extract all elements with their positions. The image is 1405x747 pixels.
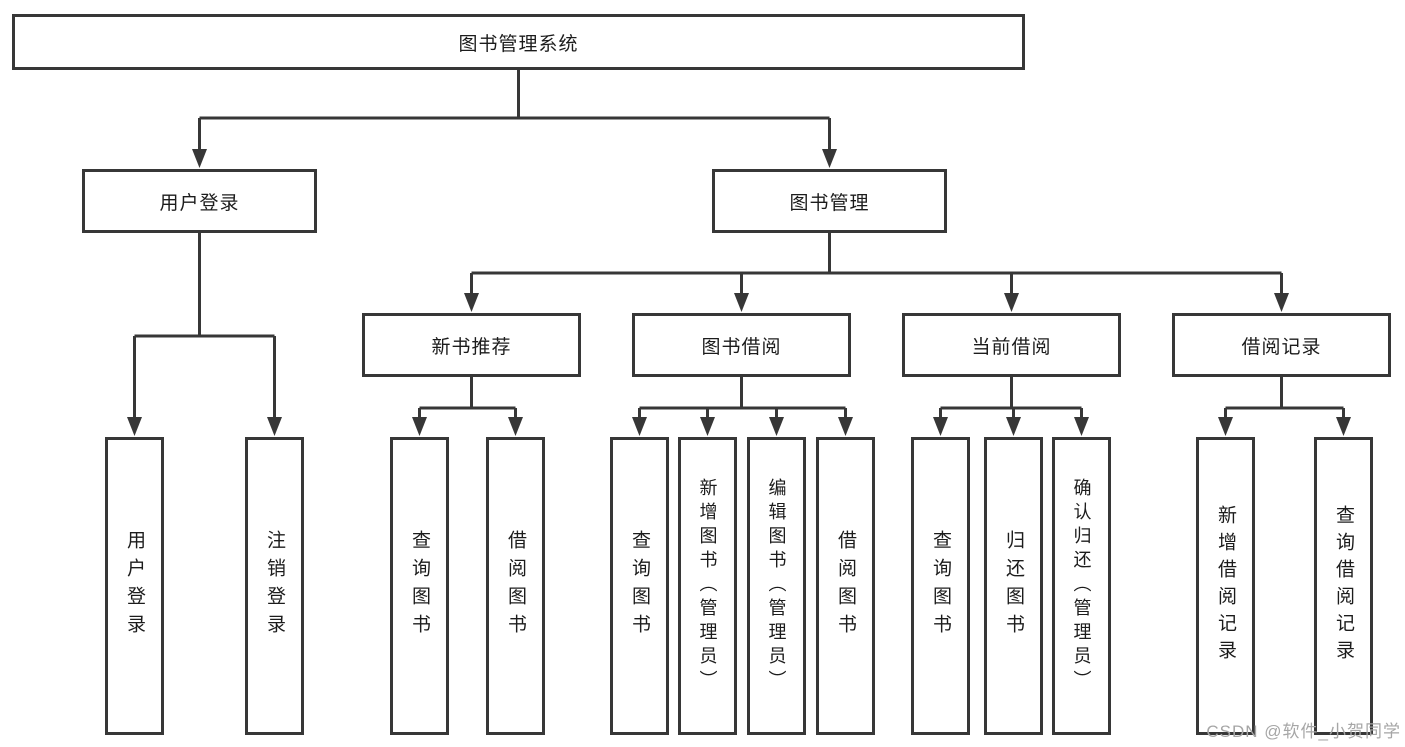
leaf-borrow-add-books-admin-label: 新增图书（管理员） (697, 478, 718, 694)
node-book-borrow-label: 图书借阅 (701, 336, 782, 358)
leaf-borrow-add-books-admin: 新增图书（管理员） (678, 437, 737, 735)
leaf-current-confirm-return-admin: 确认归还（管理员） (1052, 437, 1111, 735)
leaf-current-query-books: 查询图书 (911, 437, 970, 735)
csdn-watermark: CSDN @软件_小贺同学 (1206, 722, 1401, 741)
leaf-borrow-edit-books-admin-label: 编辑图书（管理员） (766, 478, 787, 694)
arrowheads (127, 149, 1351, 436)
node-user-login-label: 用户登录 (159, 192, 240, 214)
leaf-recommend-borrow-books-label: 借阅图书 (505, 530, 526, 642)
node-borrow-records: 借阅记录 (1172, 313, 1391, 377)
leaf-borrow-borrow-books: 借阅图书 (816, 437, 875, 735)
leaf-user-login: 用户登录 (105, 437, 164, 735)
node-book-borrow: 图书借阅 (632, 313, 851, 377)
leaf-records-add-record-label: 新增借阅记录 (1215, 505, 1236, 667)
node-new-book-recommend: 新书推荐 (362, 313, 581, 377)
leaf-records-query-record: 查询借阅记录 (1314, 437, 1373, 735)
node-new-book-recommend-label: 新书推荐 (431, 336, 512, 358)
leaf-borrow-query-books-label: 查询图书 (629, 530, 650, 642)
leaf-borrow-query-books: 查询图书 (610, 437, 669, 735)
node-root-system: 图书管理系统 (12, 14, 1025, 70)
leaf-current-return-books: 归还图书 (984, 437, 1043, 735)
node-borrow-records-label: 借阅记录 (1241, 336, 1322, 358)
leaf-logout-login-label: 注销登录 (264, 530, 285, 642)
node-current-borrow-label: 当前借阅 (971, 336, 1052, 358)
node-user-login: 用户登录 (82, 169, 317, 233)
leaf-records-add-record: 新增借阅记录 (1196, 437, 1255, 735)
leaf-recommend-borrow-books: 借阅图书 (486, 437, 545, 735)
leaf-recommend-query-books: 查询图书 (390, 437, 449, 735)
node-root-label: 图书管理系统 (458, 33, 579, 55)
node-book-management-label: 图书管理 (789, 192, 870, 214)
leaf-user-login-label: 用户登录 (124, 530, 145, 642)
node-current-borrow: 当前借阅 (902, 313, 1121, 377)
leaf-logout-login: 注销登录 (245, 437, 304, 735)
leaf-borrow-edit-books-admin: 编辑图书（管理员） (747, 437, 806, 735)
node-book-management: 图书管理 (712, 169, 947, 233)
leaf-current-query-books-label: 查询图书 (930, 530, 951, 642)
leaf-current-return-books-label: 归还图书 (1003, 530, 1024, 642)
leaf-current-confirm-return-admin-label: 确认归还（管理员） (1071, 478, 1092, 694)
leaf-records-query-record-label: 查询借阅记录 (1333, 505, 1354, 667)
leaf-recommend-query-books-label: 查询图书 (409, 530, 430, 642)
leaf-borrow-borrow-books-label: 借阅图书 (835, 530, 856, 642)
